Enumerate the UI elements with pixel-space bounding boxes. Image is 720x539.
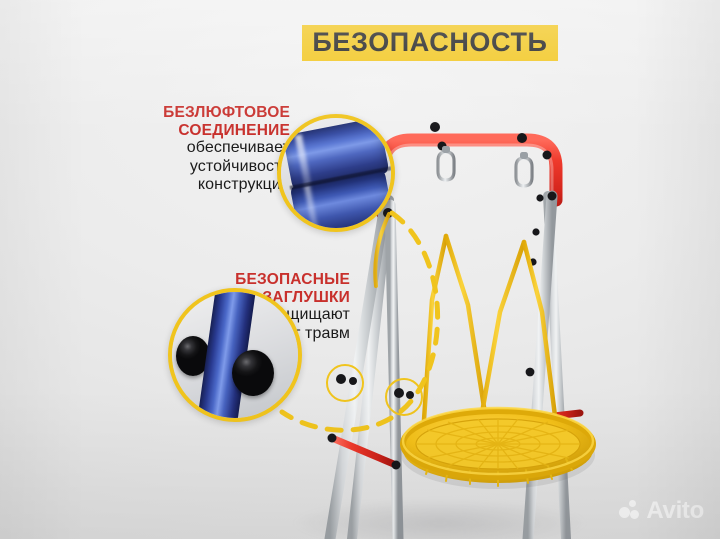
- callout-caps-highlight-1: БЕЗОПАСНЫЕ: [235, 271, 350, 288]
- black-end-cap-right: [232, 350, 274, 396]
- callout-joint-highlight-1: БЕЗЛЮФТОВОЕ: [163, 104, 290, 121]
- frame-top-bar: [376, 133, 563, 221]
- carabiner-left: [436, 146, 456, 182]
- callout-caps-body-2: от травм: [284, 324, 350, 342]
- callout-joint-body-3: конструкции: [197, 175, 290, 193]
- highlight-ring-cap-right-leg: [385, 378, 423, 416]
- callout-joint-body-1: обеспечивает: [186, 139, 290, 157]
- nest-swing-seat: [400, 406, 596, 489]
- detail-circle-joint: [277, 114, 395, 232]
- carabiner-right: [514, 152, 534, 188]
- detail-circle-caps: [168, 288, 302, 422]
- frame-red-brace-left: [327, 433, 401, 470]
- avito-logo-icon: [619, 500, 641, 522]
- avito-watermark: Avito: [619, 499, 704, 523]
- highlight-ring-cap-left-leg: [326, 364, 364, 402]
- title-banner: БЕЗОПАСНОСТЬ: [302, 25, 558, 61]
- avito-wordmark: Avito: [646, 497, 704, 524]
- detail-circle-caps-content: [172, 292, 298, 418]
- detail-circle-joint-content: [281, 118, 391, 228]
- callout-joint-highlight-2: СОЕДИНЕНИЕ: [178, 121, 290, 139]
- callout-joint: БЕЗЛЮФТОВОЕ СОЕДИНЕНИЕ обеспечивает усто…: [118, 104, 290, 194]
- title-text: БЕЗОПАСНОСТЬ: [312, 26, 548, 57]
- callout-joint-body-2: устойчивость: [189, 157, 290, 175]
